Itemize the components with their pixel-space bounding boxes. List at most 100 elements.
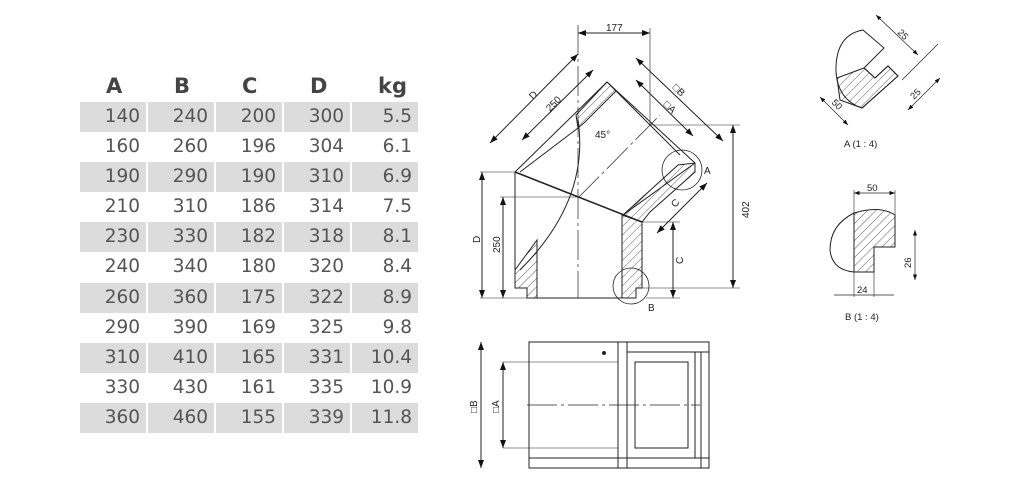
table-cell: 230 <box>80 222 146 253</box>
table-cell: 290 <box>104 316 140 338</box>
table-cell: 6.1 <box>382 136 412 158</box>
dim-250-left: 250 <box>492 236 503 253</box>
table-row: 290 390 169 325 9.8 <box>80 313 420 343</box>
table-cell: 330 <box>148 222 214 253</box>
table-cell: 8.9 <box>352 282 418 313</box>
table-cell: 8.4 <box>382 256 412 278</box>
table-cell: 460 <box>148 402 214 433</box>
table-cell: 260 <box>172 136 208 158</box>
detail-a-dim-25-right: 25 <box>908 87 923 102</box>
bottom-view-labels: □B □A <box>469 400 502 413</box>
callout-a: A <box>704 166 711 177</box>
header-d: D <box>310 74 328 98</box>
table-cell: 322 <box>284 282 350 313</box>
header-c: C <box>242 74 258 98</box>
table-cell: 10.9 <box>370 376 412 398</box>
table-cell: 325 <box>308 316 344 338</box>
elevation-labels: 177 D 250 □B □A 45° 402 C C D 250 A B <box>472 23 752 314</box>
table-cell: 169 <box>240 316 276 338</box>
table-cell: 304 <box>308 136 344 158</box>
table-cell: 339 <box>284 402 350 433</box>
header-a: A <box>106 74 123 98</box>
table-cell: 182 <box>216 222 282 253</box>
detail-b-dim-26: 26 <box>903 257 914 268</box>
table-cell: 331 <box>284 342 350 373</box>
detail-labels: 25 25 50 A (1 : 4) 50 26 24 B (1 : 4) <box>829 27 924 323</box>
table-cell: 180 <box>240 256 276 278</box>
table-cell: 310 <box>284 162 350 193</box>
dim-b-bottom: □B <box>469 400 480 413</box>
table-cell: 175 <box>216 282 282 313</box>
detail-b-title: B (1 : 4) <box>845 312 879 323</box>
table-cell: 340 <box>172 256 208 278</box>
table-cell: 310 <box>80 342 146 373</box>
table-cell: 300 <box>284 102 350 132</box>
table-row: 330 430 161 335 10.9 <box>80 373 420 403</box>
table-cell: 155 <box>216 402 282 433</box>
table-cell: 160 <box>104 136 140 158</box>
table-cell: 430 <box>172 376 208 398</box>
table-cell: 260 <box>80 282 146 313</box>
header-b: B <box>174 74 191 98</box>
detail-a <box>819 14 941 126</box>
table-header: A B C D kg <box>80 70 420 102</box>
table-cell: 410 <box>148 342 214 373</box>
table-cell: 6.9 <box>352 162 418 193</box>
table-cell: 330 <box>104 376 140 398</box>
table-cell: 190 <box>216 162 282 193</box>
detail-a-dim-25-top: 25 <box>895 27 910 42</box>
elbow-elevation-view <box>479 25 740 305</box>
table-cell: 190 <box>80 162 146 193</box>
dim-c-lower: C <box>669 197 682 210</box>
table-cell: 240 <box>148 102 214 132</box>
table-cell: 161 <box>240 376 276 398</box>
table-cell: 5.5 <box>352 102 418 132</box>
table-row: 160 260 196 304 6.1 <box>80 132 420 162</box>
dim-d-top: D <box>527 89 540 102</box>
dim-250-top: 250 <box>544 94 564 114</box>
table-cell: 196 <box>240 136 276 158</box>
table-cell: 318 <box>284 222 350 253</box>
table-cell: 240 <box>104 256 140 278</box>
dim-b-top: □B <box>670 82 687 99</box>
table-cell: 11.8 <box>352 402 418 433</box>
dim-a-bottom: □A <box>491 400 502 413</box>
table-cell: 360 <box>80 402 146 433</box>
table-cell: 165 <box>216 342 282 373</box>
detail-a-title: A (1 : 4) <box>844 139 877 150</box>
dim-402: 402 <box>741 201 752 218</box>
table-cell: 200 <box>216 102 282 132</box>
callout-b: B <box>648 303 655 314</box>
table-cell: 335 <box>308 376 344 398</box>
dim-a-top: □A <box>661 99 678 116</box>
table-row: 240 340 180 320 8.4 <box>80 252 420 282</box>
header-kg: kg <box>378 74 407 98</box>
dim-d-left: D <box>472 236 483 243</box>
table-cell: 9.8 <box>382 316 412 338</box>
dim-c-right: C <box>675 257 686 264</box>
table-cell: 210 <box>104 196 140 218</box>
table-cell: 314 <box>308 196 344 218</box>
table-cell: 140 <box>80 102 146 132</box>
table-cell: 320 <box>308 256 344 278</box>
detail-b-dim-24: 24 <box>857 285 868 296</box>
dim-177: 177 <box>606 23 623 34</box>
table-cell: 310 <box>172 196 208 218</box>
bottom-view <box>478 341 710 469</box>
table-cell: 390 <box>172 316 208 338</box>
detail-b-dim-50: 50 <box>867 183 878 194</box>
detail-b <box>829 190 918 297</box>
table-cell: 186 <box>240 196 276 218</box>
table-cell: 360 <box>148 282 214 313</box>
table-cell: 8.1 <box>352 222 418 253</box>
